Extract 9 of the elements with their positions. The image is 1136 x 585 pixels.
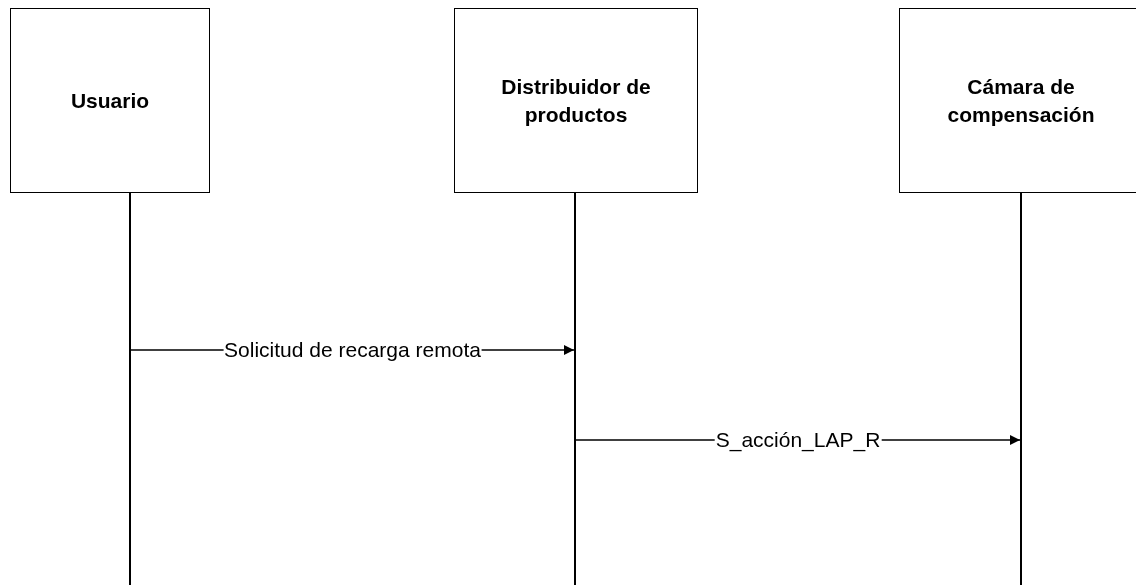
participant-box [899,8,1136,193]
lifeline [1020,193,1022,585]
participant-name: Distribuidor de productos [500,74,652,128]
lifeline [574,193,576,585]
participant-name: Usuario [69,87,151,114]
lifeline [129,193,131,585]
participant-box [10,8,210,193]
participant-box [454,8,698,193]
participant-name: Cámara de compensación [946,74,1096,128]
